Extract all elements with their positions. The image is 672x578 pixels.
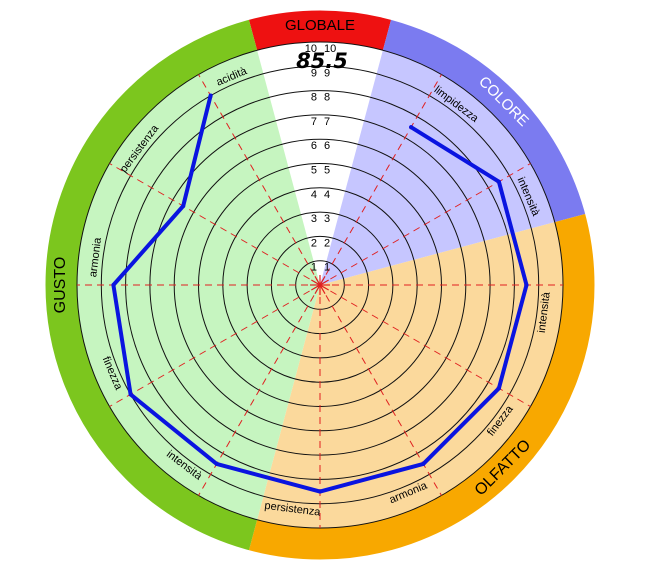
scale-tick-left: 2 [311, 237, 317, 249]
center-mark [311, 279, 321, 286]
axis-label: intensità [536, 291, 553, 334]
scale-tick-right: 1 [324, 262, 330, 274]
score-series-layer [111, 93, 529, 494]
axis-spoke [109, 163, 321, 286]
radial-grid-layer [44, 9, 596, 561]
center-mark [314, 276, 321, 286]
axis-spoke [319, 74, 442, 286]
center-mark [319, 284, 326, 294]
scale-tick-left: 4 [311, 189, 317, 201]
score-point [496, 386, 501, 391]
scale-tick-left: 7 [311, 116, 317, 128]
score-point [421, 461, 426, 466]
scale-tick-right: 9 [324, 67, 330, 79]
scale-tick-right: 4 [324, 189, 330, 201]
scale-tick-right: 3 [324, 213, 330, 225]
outer-border [44, 9, 596, 561]
scale-tick-right: 10 [324, 43, 336, 55]
score-point [214, 461, 219, 466]
score-point [208, 93, 213, 98]
scale-tick-left: 1 [311, 262, 317, 274]
axis-spoke [198, 74, 321, 286]
category-label-globale: GLOBALE [285, 17, 355, 34]
axis-spoke [319, 163, 531, 286]
scale-tick-right: 2 [324, 237, 330, 249]
center-mark [314, 284, 321, 294]
axis-spoke [319, 284, 531, 407]
score-point [496, 179, 501, 184]
scale-tick-left: 3 [311, 213, 317, 225]
axis-label: armonia [87, 236, 104, 278]
scale-tick-right: 5 [324, 165, 330, 177]
scale-tick-left: 5 [311, 165, 317, 177]
scale-tick-right: 8 [324, 92, 330, 104]
center-mark [319, 284, 329, 291]
global-score: 85.5 [296, 49, 348, 73]
rim-globale [248, 10, 392, 51]
sector-olfatto [257, 222, 563, 528]
score-point [524, 283, 529, 287]
scale-tick-right: 6 [324, 140, 330, 152]
category-label-gusto: GUSTO [52, 257, 69, 314]
rim-olfatto [248, 213, 595, 560]
score-point [409, 125, 414, 130]
sector-colore [320, 50, 555, 285]
score-point [181, 204, 186, 209]
scale-tick-left: 9 [311, 67, 317, 79]
axis-spoke [319, 284, 442, 496]
score-point [128, 392, 133, 397]
center-mark [319, 276, 326, 286]
center-mark [311, 284, 321, 291]
scale-tick-left: 8 [311, 92, 317, 104]
rim-gusto [45, 19, 258, 551]
axis-spoke [198, 284, 321, 496]
score-point [111, 283, 116, 287]
scale-tick-left: 10 [305, 43, 317, 55]
center-mark [319, 279, 329, 286]
scale-tick-right: 7 [324, 116, 330, 128]
axis-spoke [109, 284, 321, 407]
scale-tick-left: 6 [311, 140, 317, 152]
score-point [318, 489, 322, 494]
